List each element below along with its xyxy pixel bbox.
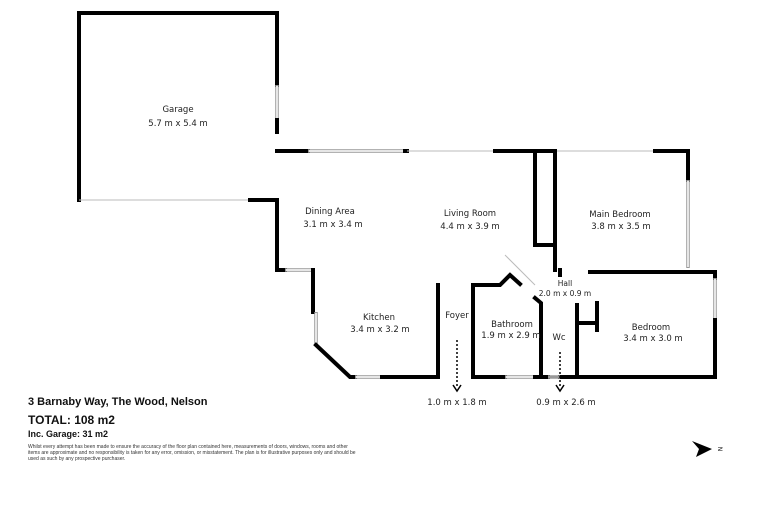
dining-size: 3.1 m x 3.4 m [303, 220, 362, 230]
bathroom-name: Bathroom [491, 320, 533, 330]
garage-name: Garage [162, 105, 193, 115]
living-name: Living Room [444, 209, 496, 219]
disclaimer: Whilst every attempt has been made to en… [28, 444, 356, 462]
foyer-size: 1.0 m x 1.8 m [427, 398, 486, 408]
north-label: N [716, 447, 723, 452]
wc-name: Wc [552, 333, 565, 343]
garage-size: 5.7 m x 5.4 m [148, 119, 207, 129]
wc-size: 0.9 m x 2.6 m [536, 398, 595, 408]
living-size: 4.4 m x 3.9 m [440, 222, 499, 232]
garage-area: Inc. Garage: 31 m2 [28, 429, 109, 439]
room-labels: Garage 5.7 m x 5.4 m Dining Area 3.1 m x… [148, 105, 682, 408]
hall-name: Hall [558, 279, 572, 288]
north-arrow-icon [692, 441, 712, 457]
dimension-arrows [452, 340, 565, 393]
bathroom-size: 1.9 m x 2.9 m [481, 331, 540, 341]
main-bedroom-name: Main Bedroom [589, 210, 650, 220]
dining-name: Dining Area [305, 207, 355, 217]
main-bedroom-size: 3.8 m x 3.5 m [591, 222, 650, 232]
total-area: TOTAL: 108 m2 [28, 413, 115, 427]
bedroom-size: 3.4 m x 3.0 m [623, 334, 682, 344]
foyer-name: Foyer [445, 311, 469, 321]
kitchen-name: Kitchen [363, 313, 395, 323]
address: 3 Barnaby Way, The Wood, Nelson [28, 396, 208, 408]
bedroom-name: Bedroom [632, 323, 670, 333]
walls [77, 11, 717, 379]
kitchen-size: 3.4 m x 3.2 m [350, 325, 409, 335]
compass: N [692, 441, 723, 457]
hall-size: 2.0 m x 0.9 m [539, 289, 591, 298]
